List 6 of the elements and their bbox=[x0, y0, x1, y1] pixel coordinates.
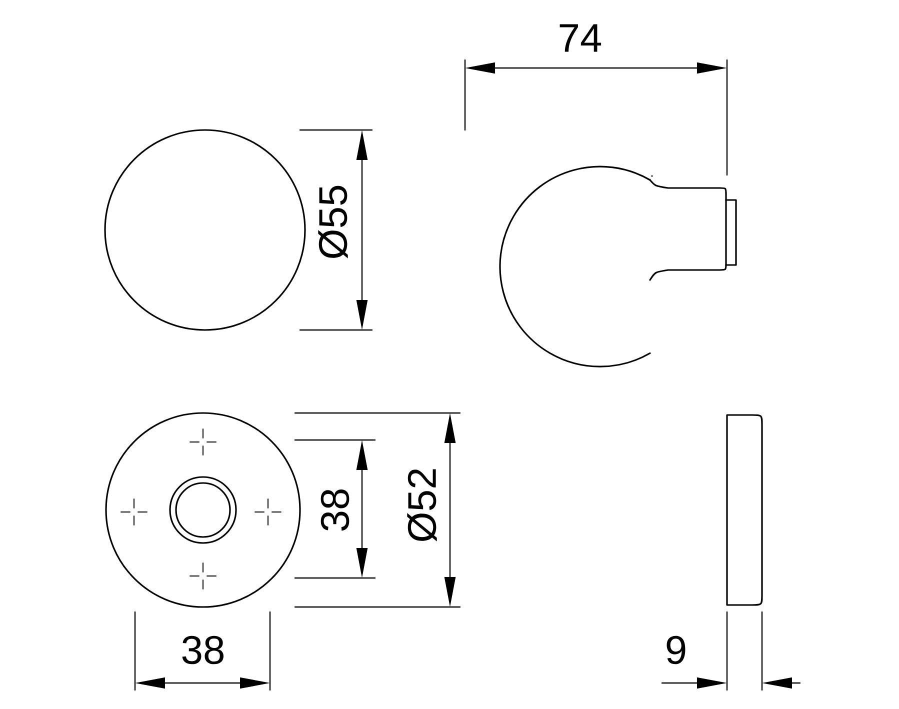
dimension-label: 74 bbox=[560, 24, 602, 52]
dimension-label: 9 bbox=[666, 636, 686, 664]
dimension-label: 38 bbox=[320, 490, 350, 531]
dimension-label: Ø52 bbox=[407, 469, 437, 542]
dimension-label: 38 bbox=[182, 636, 224, 664]
dimension-label: Ø55 bbox=[318, 186, 348, 258]
